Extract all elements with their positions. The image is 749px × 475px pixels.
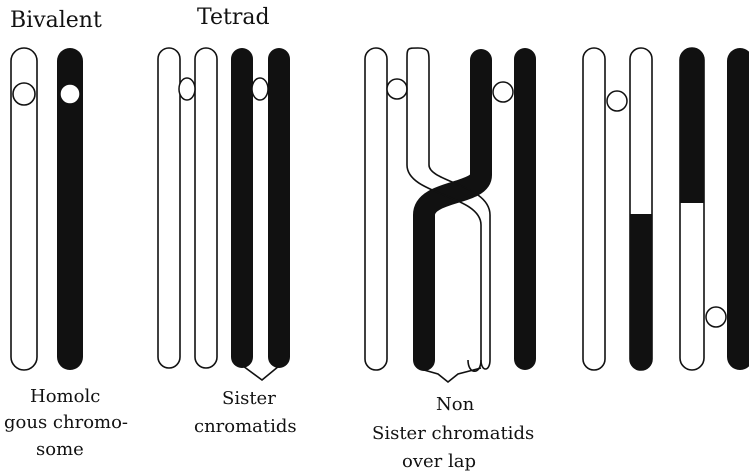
nonsister-label-line3: over lap <box>402 451 476 472</box>
tetrad-black-chromatid-2 <box>268 48 290 368</box>
crossover-centromere-black <box>493 82 513 102</box>
sister-chromatids-bracket <box>243 366 279 380</box>
centromere-black <box>60 84 80 104</box>
tetrad-centromere-black <box>252 78 268 100</box>
crossover-white-chromatid-outer <box>365 48 387 370</box>
homolog-label-line2: gous chromo- <box>4 412 128 433</box>
result-recombinant-black-segment-top <box>680 48 704 203</box>
result-white-chromatid <box>583 48 605 370</box>
homolog-label-line1: Homolc <box>30 386 100 407</box>
bivalent-label: Bivalent <box>10 8 102 33</box>
nonsister-label-line1: Non <box>436 394 475 415</box>
sister-chromatids-label-line1: Sister <box>222 388 276 409</box>
tetrad-white-chromatid-2 <box>195 48 217 368</box>
sister-chromatids-label-line2: cnromatids <box>194 416 297 437</box>
result-centromere-white <box>607 91 627 111</box>
nonsister-label-line2: Sister chromatids <box>372 423 534 444</box>
result-recombinant-black-segment <box>630 214 652 370</box>
crossover-black-chromatid-outer <box>514 48 536 370</box>
crossover-centromere-white <box>387 79 407 99</box>
nonsister-overlap-bracket <box>424 368 481 382</box>
result-black-chromatid <box>727 48 749 370</box>
tetrad-label: Tetrad <box>197 5 270 30</box>
result-centromere-recombinant <box>706 307 726 327</box>
centromere-white <box>13 83 35 105</box>
tetrad-black-chromatid-1 <box>231 48 253 368</box>
tetrad-white-chromatid-1 <box>158 48 180 368</box>
homolog-label-line3: some <box>36 439 84 460</box>
tetrad-centromere-white <box>179 78 195 100</box>
